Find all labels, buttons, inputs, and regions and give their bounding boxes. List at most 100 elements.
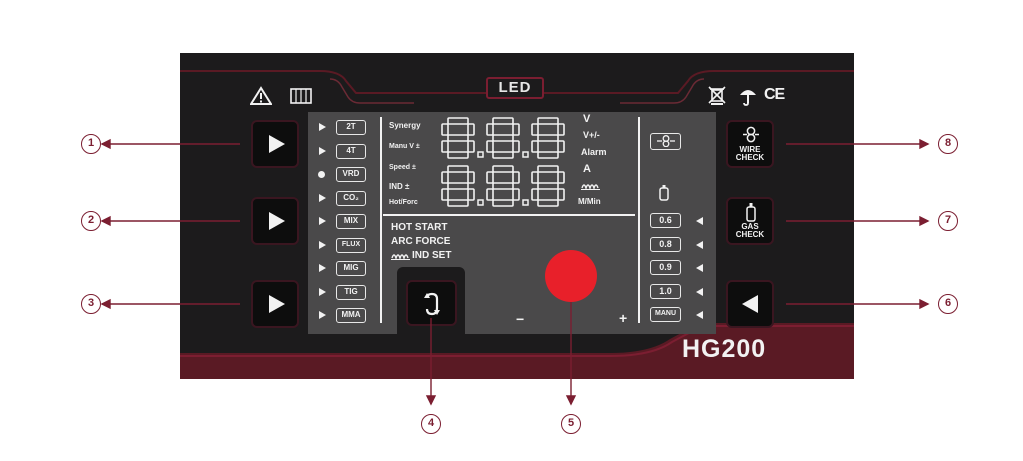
- callout-8: 8: [938, 134, 958, 154]
- mode-select-button-2[interactable]: [251, 197, 299, 245]
- digit-segment: [531, 171, 539, 184]
- mode-indicator-triangle: [319, 123, 326, 131]
- ind-label: IND ±: [389, 182, 410, 191]
- decimal-point: [522, 151, 529, 158]
- digit-segment: [486, 140, 494, 153]
- gas-check-button[interactable]: GAS CHECK: [726, 197, 774, 245]
- mode-select-button-3[interactable]: [251, 280, 299, 328]
- mode-item: MIX: [318, 214, 372, 230]
- digit-segment: [441, 188, 449, 201]
- ce-mark: CE: [764, 86, 785, 103]
- segment-digits: [441, 117, 565, 207]
- unit-a: A: [583, 163, 591, 175]
- digit-segment: [492, 199, 514, 207]
- wire-size-item: 0.8: [650, 236, 710, 253]
- mode-select-button-1[interactable]: [251, 120, 299, 168]
- adjust-knob[interactable]: [545, 250, 597, 302]
- wire-size-item: 1.0: [650, 283, 710, 300]
- speed-label: Speed ±: [389, 164, 416, 171]
- lcd-display: [308, 112, 716, 334]
- weee-bin-icon: [708, 86, 726, 105]
- digit-segment: [557, 171, 565, 184]
- mode-item: 2T: [318, 120, 372, 136]
- mode-indicator-triangle: [319, 264, 326, 272]
- unit-v: V: [583, 113, 591, 125]
- digit-segment: [557, 123, 565, 136]
- wire-size-indicator-triangle: [696, 240, 703, 249]
- wire-size-select-button[interactable]: [726, 280, 774, 328]
- mode-label: 2T: [336, 120, 366, 135]
- wire-check-button[interactable]: WIRE CHECK: [726, 120, 774, 168]
- wire-check-label-1: WIRE: [739, 145, 761, 154]
- digit-segment: [486, 123, 494, 136]
- mode-item: MIG: [318, 261, 372, 277]
- gas-cylinder-indicator-icon: [659, 185, 669, 201]
- digit-segment: [492, 117, 514, 125]
- digit-segment: [467, 171, 475, 184]
- mode-label: MMA: [336, 308, 366, 323]
- mode-label: CO₂: [336, 190, 366, 206]
- mode-indicator-dot: [318, 171, 325, 178]
- mode-list: 2T 4T VRD CO₂ MIX FLUX MIG TIG MMA: [318, 120, 372, 330]
- inductance-coil-icon: [391, 254, 410, 260]
- callout-4: 4: [421, 414, 441, 434]
- digit-segment: [447, 134, 469, 142]
- lcd-divider-left: [380, 117, 382, 323]
- unit-m-min: M/Min: [578, 197, 601, 206]
- func-arc-force: ARC FORCE: [391, 236, 451, 247]
- top-digit-readout: [441, 117, 565, 159]
- mode-indicator-triangle: [319, 240, 326, 249]
- knob-minus-label: −: [516, 311, 525, 327]
- mode-item: FLUX: [318, 237, 372, 254]
- mode-indicator-triangle: [319, 217, 326, 225]
- mode-label: FLUX: [336, 237, 366, 253]
- wire-size-item: 0.6: [650, 213, 710, 229]
- digit-segment: [492, 165, 514, 173]
- mode-indicator-triangle: [319, 146, 326, 155]
- bottom-digit-readout: [441, 165, 565, 207]
- led-label: LED: [498, 79, 532, 96]
- mode-indicator-triangle: [319, 287, 326, 296]
- digit-segment: [441, 140, 449, 153]
- decimal-point: [477, 151, 484, 158]
- digit-segment: [537, 151, 559, 159]
- mode-label: TIG: [336, 284, 366, 300]
- mode-label: VRD: [336, 167, 366, 182]
- play-arrow-icon: [269, 212, 285, 230]
- play-arrow-icon: [269, 135, 285, 153]
- wire-size-label: 1.0: [650, 283, 681, 299]
- hot-forc-label: Hot/Forc: [389, 199, 418, 206]
- digit-segment: [557, 140, 565, 153]
- wire-size-indicator-triangle: [696, 287, 703, 296]
- mode-item: 4T: [318, 143, 372, 160]
- callout-1: 1: [81, 134, 101, 154]
- digit-segment: [447, 182, 469, 190]
- knob-plus-label: +: [619, 310, 628, 326]
- wire-size-label: 0.6: [650, 213, 681, 228]
- mode-item: TIG: [318, 284, 372, 301]
- wire-check-label-2: CHECK: [735, 153, 765, 162]
- gas-cylinder-icon: [746, 203, 756, 222]
- wire-size-indicator-triangle: [696, 264, 703, 272]
- mode-item: CO₂: [318, 190, 372, 207]
- callout-3: 3: [81, 294, 101, 314]
- unit-v-plus-minus: V+/-: [583, 130, 600, 140]
- callout-2: 2: [81, 211, 101, 231]
- mode-item: MMA: [318, 308, 372, 324]
- umbrella-icon: [740, 90, 756, 106]
- digit-segment: [531, 188, 539, 201]
- wire-size-label: 0.9: [650, 260, 681, 275]
- digit-segment: [512, 123, 520, 136]
- wire-size-indicator-triangle: [696, 311, 703, 319]
- digit-segment: [531, 140, 539, 153]
- decimal-point: [477, 199, 484, 206]
- function-cycle-button[interactable]: [406, 280, 457, 326]
- digit-segment: [537, 199, 559, 207]
- synergy-label: Synergy: [389, 121, 421, 130]
- digit-segment: [467, 188, 475, 201]
- digit-segment: [447, 165, 469, 173]
- callout-6: 6: [938, 294, 958, 314]
- led-label-box: LED: [486, 77, 544, 99]
- digit-segment: [467, 123, 475, 136]
- wire-size-item: 0.9: [650, 260, 710, 276]
